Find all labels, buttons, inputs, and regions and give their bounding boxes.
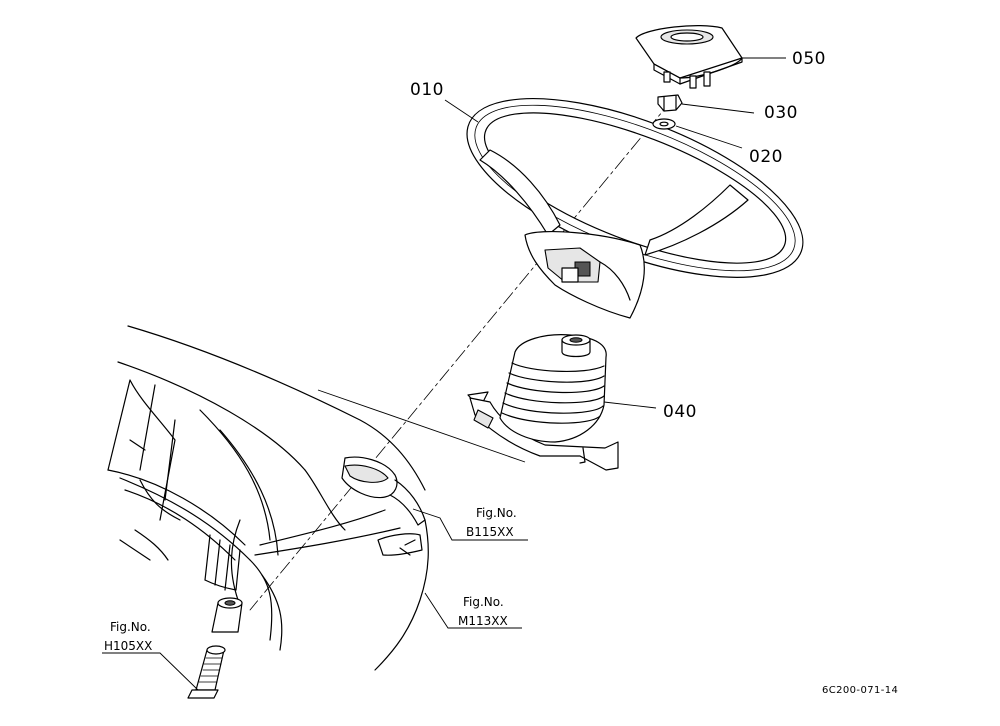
dashboard-assembly <box>107 325 429 671</box>
fig-ref-b115xx-prefix: Fig.No. <box>476 506 517 520</box>
part-030-nut <box>657 94 683 112</box>
leader-010 <box>444 99 479 123</box>
steering-column-shaft <box>187 597 243 699</box>
part-number-020: 020 <box>749 147 783 167</box>
leader-m113xx <box>424 592 522 629</box>
assembly-axis-line <box>249 99 673 611</box>
part-number-050: 050 <box>792 49 826 69</box>
part-010-steering-wheel <box>466 98 804 319</box>
leader-030 <box>681 103 755 114</box>
leader-h105xx <box>102 652 199 691</box>
leader-040 <box>603 401 657 409</box>
part-020-washer <box>652 118 676 130</box>
fig-ref-b115xx-code: B115XX <box>466 525 514 539</box>
drawing-code: 6C200-071-14 <box>822 685 898 696</box>
part-040-steering-boot <box>467 334 619 471</box>
part-number-010: 010 <box>410 80 444 100</box>
part-number-040: 040 <box>663 402 697 422</box>
leader-b115xx-region <box>317 389 526 463</box>
fig-ref-m113xx-code: M113XX <box>458 614 508 628</box>
fig-ref-h105xx-code: H105XX <box>104 639 152 653</box>
part-050-steering-cap <box>635 25 743 89</box>
fig-ref-h105xx-prefix: Fig.No. <box>110 620 151 634</box>
leader-b115xx <box>412 508 528 541</box>
fig-ref-m113xx-prefix: Fig.No. <box>463 595 504 609</box>
part-number-030: 030 <box>764 103 798 123</box>
leader-020 <box>675 125 743 149</box>
